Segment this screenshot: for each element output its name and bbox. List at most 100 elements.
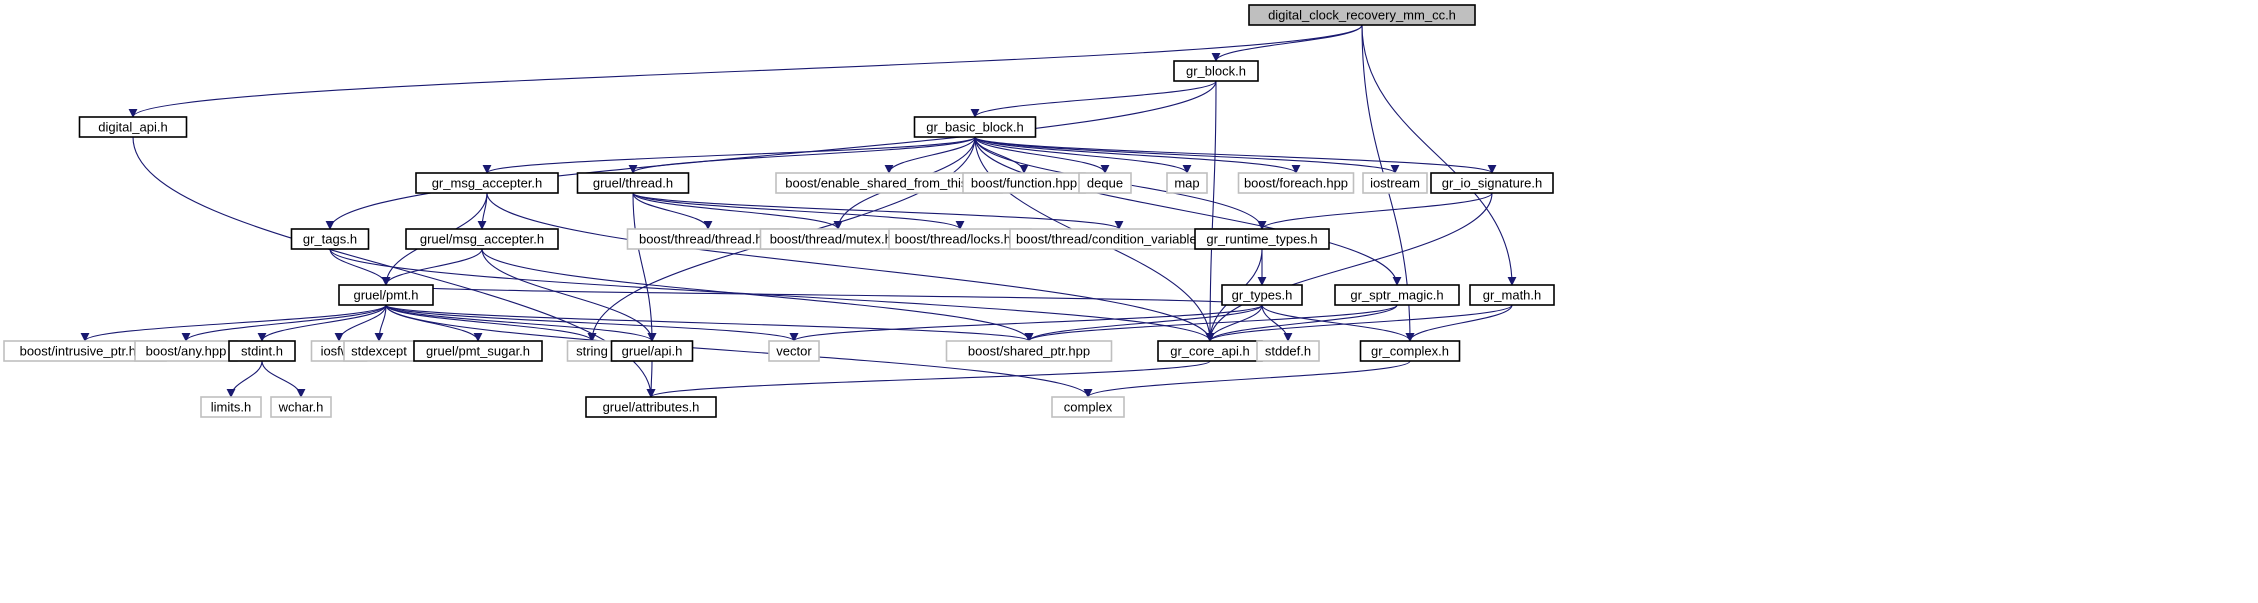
node-box (1248, 4, 1476, 26)
edge-gruel_pmt-to-pmt_sugar (385, 304, 483, 342)
node-gr-msg-accepter[interactable]: gr_msg_accepter.h (415, 172, 559, 194)
edge-root-to-gr_math (1361, 24, 1517, 286)
node-gr-runtime-types[interactable]: gr_runtime_types.h (1194, 228, 1330, 250)
edge-gr_io_signature-to-gr_runtime_types (1257, 192, 1493, 230)
node-label: stdint.h (241, 344, 283, 359)
edge-gr_basic_block-to-iostream (974, 136, 1400, 174)
node-label: limits.h (211, 400, 251, 415)
edge-gruel_pmt-to-complex (385, 304, 1093, 398)
node-gruel-msg-accepter[interactable]: gruel/msg_accepter.h (405, 228, 559, 250)
node-gr-basic-block[interactable]: gr_basic_block.h (913, 116, 1037, 138)
edge-gr_types-to-gruel_pmt (382, 284, 1263, 306)
node-complex: complex (1051, 396, 1125, 418)
node-label: boost/intrusive_ptr.hpp (20, 344, 151, 359)
node-root[interactable]: digital_clock_recovery_mm_cc.h (1248, 4, 1476, 26)
node-label: gr_io_signature.h (1442, 176, 1542, 191)
edge-gruel_pmt-to-string (385, 304, 597, 342)
node-limits: limits.h (200, 396, 262, 418)
node-label: iostream (1370, 176, 1420, 191)
node-gruel-thread[interactable]: gruel/thread.h (576, 172, 690, 194)
edge-gr_msg_accepter-to-gr_core_api (486, 192, 1215, 342)
node-deque: deque (1078, 172, 1132, 194)
edge-root-to-gr_block (1211, 24, 1363, 62)
node-box (913, 116, 1037, 138)
edges-layer (80, 24, 1517, 398)
edge-gruel_pmt-to-gruel_api (385, 304, 657, 342)
edge-gruel_msg_accepter-to-gruel_api (481, 248, 657, 342)
node-boost-any: boost/any.hpp (134, 340, 238, 362)
node-box (200, 396, 262, 418)
edge-stdint-to-limits (226, 360, 263, 398)
node-mutex-hpp: boost/thread/mutex.hpp (759, 228, 917, 250)
node-gr-complex[interactable]: gr_complex.h (1359, 340, 1461, 362)
edge-gr_basic_block-to-boost_foreach (974, 136, 1301, 174)
node-box (1173, 60, 1259, 82)
node-label: gr_sptr_magic.h (1350, 288, 1443, 303)
node-stdint[interactable]: stdint.h (228, 340, 296, 362)
edge-gr_types-to-gr_complex (1261, 304, 1415, 342)
edge-stdint-to-wchar (261, 360, 306, 398)
node-string: string (566, 340, 618, 362)
node-label: gruel/pmt_sugar.h (426, 344, 530, 359)
node-label: wchar.h (278, 400, 324, 415)
node-gr-sptr-magic[interactable]: gr_sptr_magic.h (1334, 284, 1460, 306)
node-gr-io-signature[interactable]: gr_io_signature.h (1430, 172, 1554, 194)
node-gruel-api[interactable]: gruel/api.h (610, 340, 694, 362)
node-label: boost/foreach.hpp (1244, 176, 1348, 191)
node-label: gruel/attributes.h (603, 400, 700, 415)
edge-gruel_thread-to-mutex_hpp (632, 192, 843, 230)
edge-gr_types-to-vector (789, 304, 1263, 342)
node-gr-types[interactable]: gr_types.h (1221, 284, 1303, 306)
node-box (338, 284, 434, 306)
node-label: gr_complex.h (1371, 344, 1449, 359)
node-box (945, 340, 1113, 362)
node-label: complex (1064, 400, 1113, 415)
node-gruel-attributes[interactable]: gruel/attributes.h (585, 396, 717, 418)
node-gr-math[interactable]: gr_math.h (1469, 284, 1555, 306)
edge-gruel_api-to-gruel_attributes (646, 360, 656, 398)
node-gr-tags[interactable]: gr_tags.h (290, 228, 370, 250)
node-digital-api[interactable]: digital_api.h (78, 116, 188, 138)
node-label: boost/thread/locks.hpp (895, 232, 1026, 247)
edge-gr_basic_block-to-map (974, 136, 1192, 174)
edge-gruel_thread-to-locks_hpp (632, 192, 965, 230)
node-wchar: wchar.h (270, 396, 332, 418)
node-label: map (1174, 176, 1199, 191)
node-box (585, 396, 717, 418)
edge-gr_math-to-gr_complex (1405, 304, 1513, 342)
node-box (1051, 396, 1125, 418)
edge-gr_block-to-gr_core_api (1205, 80, 1217, 342)
node-box (1359, 340, 1461, 362)
node-label: gr_types.h (1232, 288, 1293, 303)
node-box (413, 340, 543, 362)
node-gr-block[interactable]: gr_block.h (1173, 60, 1259, 82)
edge-gr_math-to-gr_core_api (1205, 304, 1513, 342)
node-thread-hpp: boost/thread/thread.hpp (626, 228, 790, 250)
node-gr-core-api[interactable]: gr_core_api.h (1157, 340, 1263, 362)
node-gruel-pmt[interactable]: gruel/pmt.h (338, 284, 434, 306)
node-label: boost/thread/condition_variable.hpp (1016, 232, 1222, 247)
edge-gruel_pmt-to-stdexcept (374, 304, 387, 342)
edge-gruel_pmt-to-stdint (257, 304, 387, 342)
node-box (1256, 340, 1320, 362)
edge-gruel_pmt-to-intrusive_ptr (80, 304, 387, 342)
node-pmt-sugar[interactable]: gruel/pmt_sugar.h (413, 340, 543, 362)
node-intrusive-ptr: boost/intrusive_ptr.hpp (3, 340, 167, 362)
node-box (1334, 284, 1460, 306)
node-label: gruel/pmt.h (353, 288, 418, 303)
edge-gr_block-to-gr_basic_block (970, 80, 1217, 118)
edge-gr_tags-to-gruel_pmt (329, 248, 391, 286)
edge-gr_basic_block-to-gruel_thread (628, 136, 976, 174)
node-label: gr_math.h (1483, 288, 1542, 303)
edge-gr_basic_block-to-gr_io_signature (974, 136, 1497, 174)
node-iostream: iostream (1362, 172, 1428, 194)
node-label: gruel/api.h (622, 344, 683, 359)
node-enable-shared: boost/enable_shared_from_this.hpp (775, 172, 1003, 194)
node-box (1078, 172, 1132, 194)
node-shared-ptr: boost/shared_ptr.hpp (945, 340, 1113, 362)
node-box (1237, 172, 1355, 194)
node-label: gruel/msg_accepter.h (420, 232, 544, 247)
edge-gruel_pmt-to-boost_any (181, 304, 387, 342)
node-stdexcept: stdexcept (343, 340, 415, 362)
